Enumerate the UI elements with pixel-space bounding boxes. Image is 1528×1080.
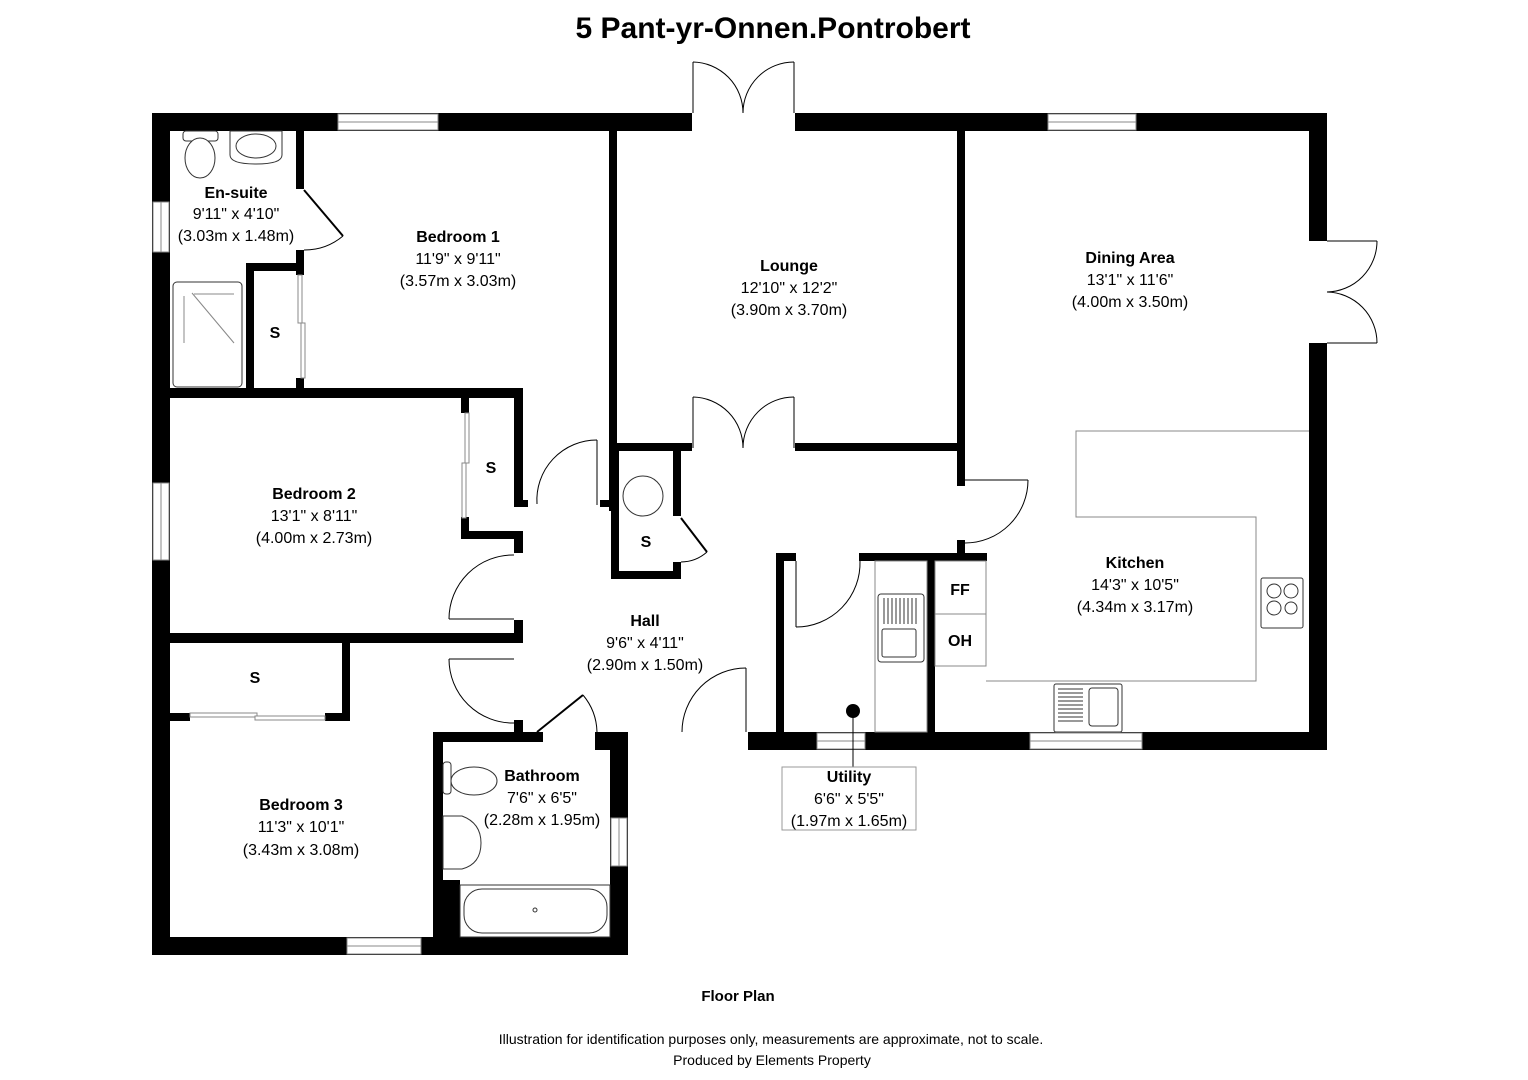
- fridge-freezer-label: FF: [950, 582, 970, 599]
- room-labels: En-suite 9'11" x 4'10" (3.03m x 1.48m) B…: [178, 185, 1193, 859]
- svg-text:(4.34m x 3.17m): (4.34m x 3.17m): [1077, 599, 1193, 616]
- svg-text:7'6" x 6'5": 7'6" x 6'5": [507, 790, 577, 807]
- room-hall: Hall 9'6" x 4'11" (2.90m x 1.50m): [587, 613, 703, 674]
- room-bedroom1: Bedroom 1 11'9" x 9'11" (3.57m x 3.03m): [400, 229, 516, 290]
- svg-text:(3.90m x 3.70m): (3.90m x 3.70m): [731, 302, 847, 319]
- room-bedroom3: Bedroom 3 11'3" x 10'1" (3.43m x 3.08m): [243, 797, 359, 859]
- oven-housing-label: OH: [948, 633, 972, 650]
- plan-title: 5 Pant-yr-Onnen.Pontrobert: [575, 12, 970, 45]
- room-kitchen: Kitchen 14'3" x 10'5" (4.34m x 3.17m): [1077, 555, 1193, 616]
- svg-text:(4.00m x 3.50m): (4.00m x 3.50m): [1072, 294, 1188, 311]
- svg-text:(3.43m x 3.08m): (3.43m x 3.08m): [243, 842, 359, 859]
- shower-icon: [172, 281, 243, 388]
- disclaimer: Illustration for identification purposes…: [499, 1031, 1043, 1047]
- svg-text:6'6" x 5'5": 6'6" x 5'5": [814, 791, 884, 808]
- oh-unit: [934, 613, 987, 667]
- svg-text:12'10" x 12'2": 12'10" x 12'2": [741, 280, 838, 297]
- fixtures: [172, 130, 1309, 938]
- svg-text:9'6" x 4'11": 9'6" x 4'11": [606, 635, 684, 652]
- svg-text:(3.03m x 1.48m): (3.03m x 1.48m): [178, 228, 294, 245]
- room-dining-area: Dining Area 13'1" x 11'6" (4.00m x 3.50m…: [1072, 250, 1188, 311]
- svg-text:En-suite: En-suite: [204, 185, 267, 202]
- svg-text:Hall: Hall: [630, 613, 659, 630]
- windows: [152, 113, 1143, 955]
- room-ensuite: En-suite 9'11" x 4'10" (3.03m x 1.48m): [178, 185, 294, 245]
- svg-text:Utility: Utility: [827, 769, 872, 786]
- doors: [189, 61, 1378, 733]
- hob-icon: [1260, 577, 1304, 629]
- svg-text:11'9" x 9'11": 11'9" x 9'11": [415, 251, 500, 268]
- room-bedroom2: Bedroom 2 13'1" x 8'11" (4.00m x 2.73m): [256, 486, 372, 547]
- svg-text:(1.97m x 1.65m): (1.97m x 1.65m): [791, 813, 907, 830]
- floor-plan-label: Floor Plan: [701, 988, 774, 1005]
- basin-icon: [442, 815, 482, 870]
- storage-label: S: [270, 325, 281, 342]
- svg-text:Bedroom 2: Bedroom 2: [272, 486, 356, 503]
- toilet-icon: [442, 761, 452, 795]
- room-lounge: Lounge 12'10" x 12'2" (3.90m x 3.70m): [731, 258, 847, 319]
- svg-text:14'3" x 10'5": 14'3" x 10'5": [1091, 577, 1179, 594]
- svg-text:13'1" x 8'11": 13'1" x 8'11": [271, 508, 358, 525]
- interior-walls: [170, 131, 987, 955]
- storage-label: S: [486, 460, 497, 477]
- svg-text:Lounge: Lounge: [760, 258, 818, 275]
- room-bathroom: Bathroom 7'6" x 6'5" (2.28m x 1.95m): [484, 768, 600, 829]
- svg-text:Bathroom: Bathroom: [504, 768, 580, 785]
- svg-text:(4.00m x 2.73m): (4.00m x 2.73m): [256, 530, 372, 547]
- svg-text:9'11" x 4'10": 9'11" x 4'10": [193, 206, 280, 223]
- svg-text:11'3" x 10'1": 11'3" x 10'1": [258, 819, 345, 836]
- utility-label-box: [781, 766, 917, 831]
- svg-text:13'1" x 11'6": 13'1" x 11'6": [1087, 272, 1174, 289]
- producer-credit: Produced by Elements Property: [673, 1052, 871, 1068]
- room-utility: Utility 6'6" x 5'5" (1.97m x 1.65m): [791, 769, 907, 830]
- svg-text:(2.28m x 1.95m): (2.28m x 1.95m): [484, 812, 600, 829]
- svg-text:Bedroom 1: Bedroom 1: [416, 229, 500, 246]
- storage-label: S: [641, 534, 652, 551]
- svg-text:Kitchen: Kitchen: [1106, 555, 1165, 572]
- svg-text:Bedroom 3: Bedroom 3: [259, 797, 343, 814]
- svg-text:(2.90m x 1.50m): (2.90m x 1.50m): [587, 657, 703, 674]
- storage-label: S: [250, 670, 261, 687]
- svg-text:Dining Area: Dining Area: [1085, 250, 1174, 267]
- svg-text:(3.57m x 3.03m): (3.57m x 3.03m): [400, 273, 516, 290]
- cylinder-icon: [622, 475, 664, 517]
